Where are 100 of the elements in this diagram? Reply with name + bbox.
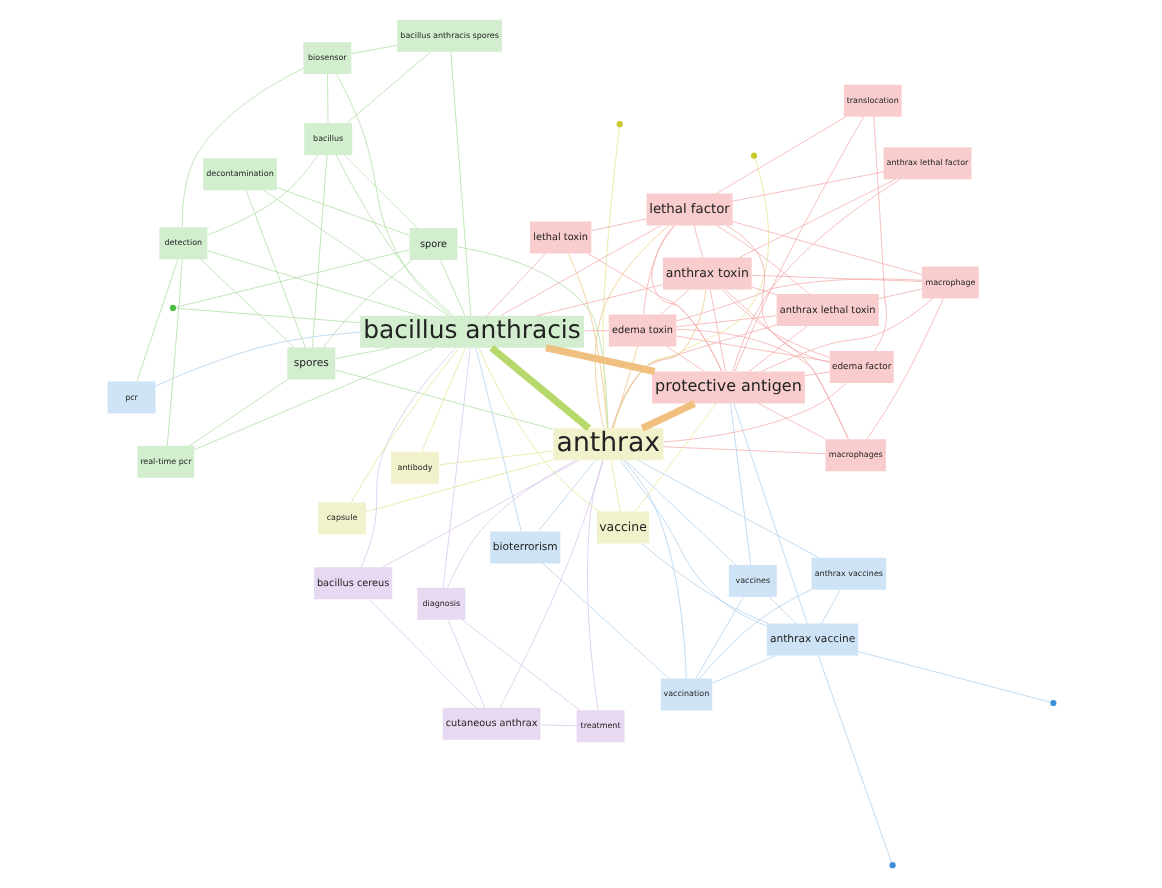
connector bbox=[723, 289, 848, 440]
connector bbox=[710, 655, 776, 684]
connector bbox=[820, 589, 840, 624]
connector bbox=[180, 68, 303, 228]
connector bbox=[206, 154, 318, 236]
connector bbox=[541, 563, 669, 679]
connector bbox=[694, 596, 743, 679]
connector bbox=[334, 369, 553, 430]
connector bbox=[732, 403, 807, 624]
node-circle bbox=[888, 862, 895, 869]
connector bbox=[311, 154, 327, 348]
connector bbox=[446, 619, 485, 708]
connector bbox=[449, 51, 471, 316]
connector bbox=[199, 259, 294, 348]
connector bbox=[446, 460, 575, 588]
connector bbox=[206, 250, 420, 317]
connector bbox=[460, 619, 580, 711]
connector bbox=[349, 347, 459, 503]
connector bbox=[535, 284, 663, 316]
connector bbox=[708, 289, 725, 372]
connector bbox=[675, 278, 922, 322]
connector bbox=[642, 225, 674, 315]
connector bbox=[499, 225, 661, 316]
connector bbox=[675, 315, 776, 328]
connector bbox=[477, 347, 599, 512]
connector bbox=[692, 225, 703, 258]
connector bbox=[174, 307, 360, 324]
connector bbox=[747, 325, 807, 372]
connector bbox=[488, 345, 591, 431]
connector bbox=[675, 335, 829, 362]
connector bbox=[662, 446, 825, 455]
node-box: anthrax bbox=[552, 428, 663, 461]
connector bbox=[536, 460, 595, 532]
connector bbox=[174, 249, 409, 308]
connector bbox=[441, 347, 470, 588]
connector bbox=[275, 187, 409, 236]
connector bbox=[665, 346, 704, 372]
connector bbox=[872, 116, 886, 352]
connector bbox=[639, 400, 696, 432]
connector bbox=[342, 154, 417, 229]
connector bbox=[456, 246, 608, 429]
connector bbox=[582, 330, 609, 332]
connector bbox=[725, 225, 829, 363]
connector bbox=[586, 460, 603, 711]
node-box: bacillus anthracis bbox=[359, 315, 583, 348]
connector bbox=[757, 403, 825, 440]
connector bbox=[590, 218, 646, 232]
connector bbox=[698, 589, 811, 679]
connector bbox=[359, 347, 455, 568]
connector bbox=[334, 347, 391, 360]
connector bbox=[750, 286, 776, 295]
connector bbox=[857, 651, 1050, 703]
connector bbox=[262, 190, 448, 316]
connector bbox=[539, 724, 576, 727]
connector bbox=[335, 73, 450, 316]
connector bbox=[619, 459, 767, 627]
connector bbox=[135, 259, 178, 382]
connector bbox=[165, 259, 182, 446]
connector bbox=[715, 225, 809, 295]
connector bbox=[633, 403, 716, 512]
connector bbox=[715, 116, 845, 194]
connector bbox=[439, 259, 465, 316]
node-circle bbox=[1049, 699, 1056, 707]
connector bbox=[244, 189, 305, 348]
connector bbox=[345, 51, 431, 124]
connector bbox=[877, 288, 922, 299]
connector bbox=[326, 73, 328, 123]
connector bbox=[586, 253, 721, 372]
node-circle bbox=[615, 121, 622, 128]
connector bbox=[420, 347, 465, 452]
connector bbox=[659, 289, 689, 315]
connector bbox=[321, 259, 412, 348]
connector bbox=[865, 298, 943, 440]
connector bbox=[750, 274, 922, 282]
connector bbox=[720, 289, 829, 358]
connector bbox=[437, 450, 553, 466]
connector bbox=[731, 171, 883, 202]
connector bbox=[767, 596, 796, 624]
connector bbox=[803, 371, 830, 377]
connector bbox=[544, 344, 655, 375]
connector bbox=[738, 179, 895, 258]
connector bbox=[364, 459, 553, 513]
connector bbox=[334, 154, 453, 316]
connector bbox=[498, 460, 603, 709]
connector bbox=[729, 403, 751, 566]
connector bbox=[609, 460, 620, 512]
connector bbox=[675, 329, 848, 440]
connector bbox=[817, 655, 891, 863]
connector bbox=[188, 379, 287, 447]
connector bbox=[731, 179, 900, 372]
connector bbox=[640, 543, 768, 624]
connector bbox=[601, 127, 619, 429]
connector bbox=[733, 116, 863, 372]
connector bbox=[624, 460, 736, 566]
connector bbox=[759, 298, 933, 372]
connector bbox=[474, 347, 521, 532]
connector bbox=[731, 221, 922, 275]
connector bbox=[350, 44, 397, 55]
connector bbox=[622, 459, 686, 679]
connector bbox=[367, 599, 476, 709]
